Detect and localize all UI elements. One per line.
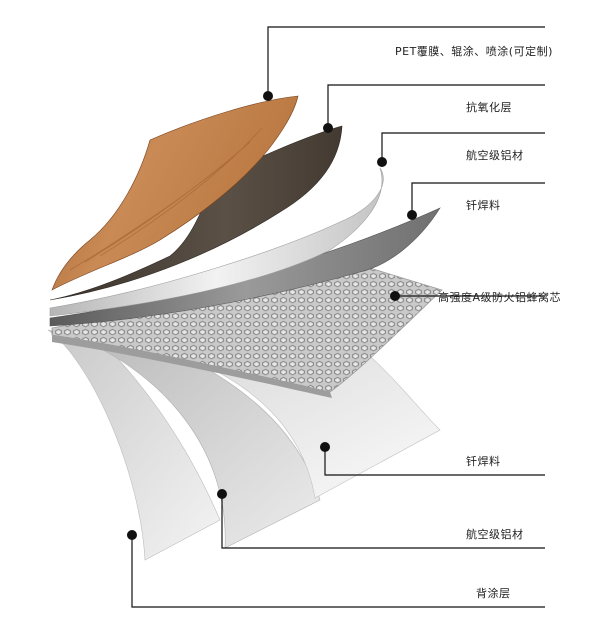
leader-dots	[127, 91, 417, 540]
top-aluminum-sheet	[49, 167, 384, 317]
back-coating-sheet	[47, 329, 221, 561]
label-honeycomb-core: 高强度A级防火铝蜂窝芯	[438, 291, 562, 304]
leader-lines	[131, 26, 545, 608]
label-aviation-aluminum-top: 航空级铝材	[466, 149, 524, 162]
label-back-coating: 背涂层	[476, 587, 511, 600]
label-solder-top: 钎焊料	[466, 199, 501, 212]
label-aviation-aluminum-bottom: 航空级铝材	[466, 528, 524, 541]
honeycomb-core-edge	[52, 335, 332, 398]
label-anti-oxidation: 抗氧化层	[466, 101, 512, 114]
wood-grain	[69, 127, 263, 271]
pet-wood-film-sheet	[51, 95, 299, 291]
anti-oxidation-sheet	[49, 125, 343, 301]
label-pet-coating: PET覆膜、辊涂、喷涂(可定制)	[395, 45, 553, 58]
label-solder-bottom: 钎焊料	[466, 455, 501, 468]
